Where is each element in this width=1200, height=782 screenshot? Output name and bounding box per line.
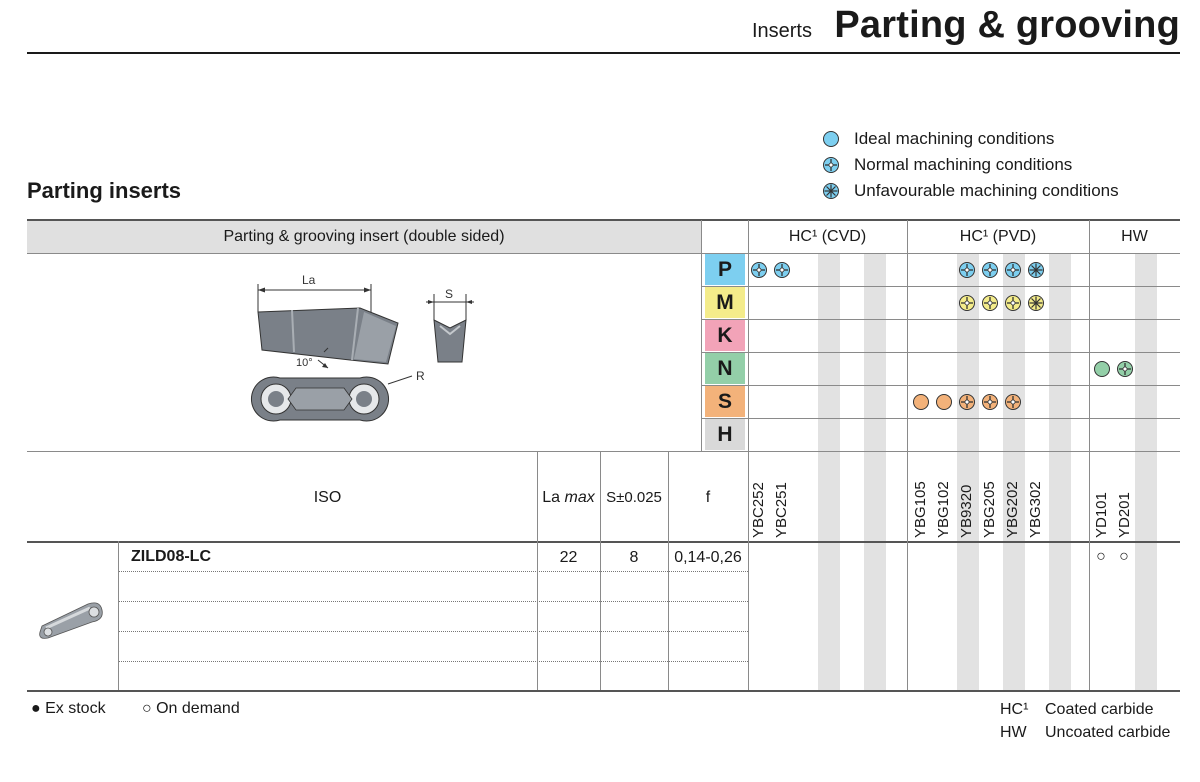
- material-k: K: [705, 320, 745, 351]
- row-separator: [118, 601, 748, 602]
- normal-condition-icon: [1005, 295, 1021, 311]
- ex-stock-note: ● Ex stock: [31, 700, 106, 717]
- la-label: La: [302, 273, 316, 287]
- normal-condition-icon: [751, 262, 767, 278]
- grade-column-shade: [1049, 253, 1071, 690]
- row-separator: [118, 571, 748, 572]
- ideal-condition-icon: [1094, 361, 1110, 377]
- normal-condition-icon: [959, 394, 975, 410]
- grade-column-shade: [818, 253, 840, 690]
- group-hw: HW: [1121, 228, 1148, 245]
- material-p: P: [705, 254, 745, 285]
- legend-ideal: Ideal machining conditions: [822, 129, 1054, 149]
- legend-unfavourable: Unfavourable machining conditions: [822, 181, 1119, 201]
- table-top-rule: [27, 219, 1180, 221]
- s-value: 8: [629, 549, 639, 566]
- ideal-condition-icon: [913, 394, 929, 410]
- ideal-icon: [823, 131, 839, 147]
- group-divider: [907, 220, 908, 690]
- grade-column-shade: [864, 253, 886, 690]
- yd101-availability: ○: [1096, 548, 1106, 565]
- col-iso: ISO: [313, 489, 342, 506]
- abbr-hc-label: Coated carbide: [1045, 701, 1154, 718]
- grades-left: [748, 220, 749, 690]
- row-separator: [118, 661, 748, 662]
- group-divider: [1089, 220, 1090, 690]
- designation: ZILD08-LC: [131, 548, 211, 565]
- header-bottom-rule: [27, 253, 1180, 254]
- material-rule: [701, 385, 1180, 386]
- material-h: H: [705, 419, 745, 450]
- material-rule: [701, 286, 1180, 287]
- insert-product-image: [39, 602, 103, 639]
- diagram-bottom-rule: [27, 451, 1180, 452]
- column-divider: [537, 451, 538, 690]
- page-title: Parting & grooving: [834, 4, 1180, 46]
- normal-condition-icon: [959, 262, 975, 278]
- insert-header-band: [27, 220, 701, 253]
- legend-normal-label: Normal machining conditions: [854, 155, 1073, 174]
- table-bottom-rule: [27, 690, 1180, 692]
- ideal-condition-icon: [936, 394, 952, 410]
- unfavourable-condition-icon: [1028, 295, 1044, 311]
- normal-condition-icon: [1005, 394, 1021, 410]
- grade-column-shade: [1003, 253, 1025, 690]
- column-divider: [600, 451, 601, 690]
- group-hc-cvd: HC¹ (CVD): [788, 228, 867, 245]
- angle-label: 10°: [296, 357, 313, 369]
- material-s: S: [705, 386, 745, 417]
- normal-condition-icon: [1117, 361, 1133, 377]
- unfavourable-condition-icon: [1028, 262, 1044, 278]
- normal-icon: [823, 157, 839, 173]
- material-column-left: [701, 220, 702, 451]
- abbr-hw-code: HW: [1000, 724, 1027, 741]
- abbr-hw-label: Uncoated carbide: [1045, 724, 1171, 741]
- normal-condition-icon: [774, 262, 790, 278]
- normal-condition-icon: [1005, 262, 1021, 278]
- legend-ideal-label: Ideal machining conditions: [854, 129, 1055, 148]
- section-title: Parting inserts: [27, 178, 182, 203]
- s-label: S: [445, 287, 453, 301]
- col-f: f: [705, 489, 711, 506]
- f-value: 0,14-0,26: [674, 549, 742, 566]
- material-rule: [701, 319, 1180, 320]
- material-m: M: [705, 287, 745, 318]
- normal-condition-icon: [982, 394, 998, 410]
- abbr-hc-code: HC¹: [1000, 701, 1029, 718]
- on-demand-note: ○ On demand: [142, 700, 240, 717]
- row-separator: [118, 631, 748, 632]
- normal-condition-icon: [982, 262, 998, 278]
- insert-header: Parting & grooving insert (double sided): [223, 228, 505, 245]
- grade-column-shade: [1135, 253, 1157, 690]
- normal-condition-icon: [982, 295, 998, 311]
- col-la-max: La max: [542, 489, 595, 506]
- la-max-value: 22: [559, 549, 578, 566]
- column-header-bottom-rule: [27, 541, 1180, 543]
- unfavourable-icon: [823, 183, 839, 199]
- header-category: Inserts: [751, 20, 812, 42]
- group-hc-pvd: HC¹ (PVD): [959, 228, 1037, 245]
- legend-unfavourable-label: Unfavourable machining conditions: [854, 181, 1119, 200]
- r-label: R: [416, 369, 425, 383]
- grade-column-shade: [957, 253, 979, 690]
- yd201-availability: ○: [1119, 548, 1129, 565]
- col-s: S±0.025: [606, 489, 662, 506]
- material-rule: [701, 352, 1180, 353]
- insert-drawing: La 10° S R: [250, 273, 474, 422]
- material-rule: [701, 418, 1180, 419]
- normal-condition-icon: [959, 295, 975, 311]
- legend-normal: Normal machining conditions: [822, 155, 1072, 175]
- header-rule: [27, 52, 1180, 54]
- column-divider: [668, 451, 669, 690]
- material-n: N: [705, 353, 745, 384]
- image-column-divider: [118, 541, 119, 690]
